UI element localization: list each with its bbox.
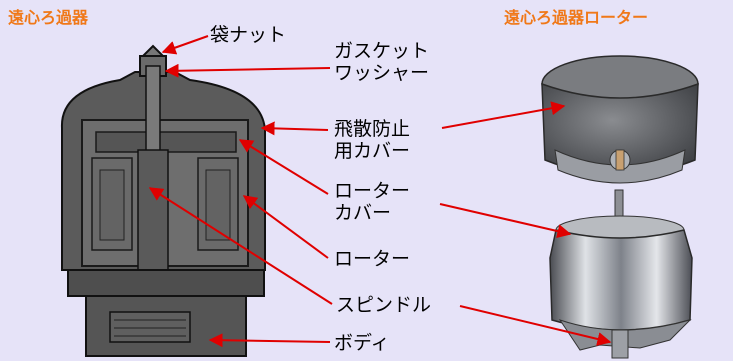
filter-cross-section: [60, 44, 266, 357]
label-rotor-cover-line2: カバー: [334, 202, 392, 224]
label-cap-nut: 袋ナット: [210, 24, 287, 46]
label-rotor-cover-line1: ローター: [334, 180, 411, 202]
label-scatter-cover-line2: 用カバー: [334, 140, 411, 162]
label-gasket-line1: ガスケット: [334, 40, 430, 62]
label-spindle: スピンドル: [336, 294, 432, 316]
label-rotor: ローター: [334, 248, 411, 270]
rotor-cover-photo: [541, 55, 699, 184]
rotor-photo: [549, 189, 693, 359]
label-scatter-cover-line1: 飛散防止: [334, 118, 411, 140]
label-scatter-prevention-cover: 飛散防止 用カバー: [334, 118, 410, 162]
label-gasket-washer: ガスケット ワッシャー: [334, 40, 429, 84]
title-centrifugal-filter-rotor: 遠心ろ過器ローター: [504, 8, 649, 27]
title-centrifugal-filter: 遠心ろ過器: [8, 8, 89, 27]
label-rotor-cover: ローター カバー: [334, 180, 410, 224]
label-body: ボディ: [334, 332, 390, 354]
label-gasket-line2: ワッシャー: [334, 62, 430, 84]
leader-arrows: [148, 35, 612, 348]
